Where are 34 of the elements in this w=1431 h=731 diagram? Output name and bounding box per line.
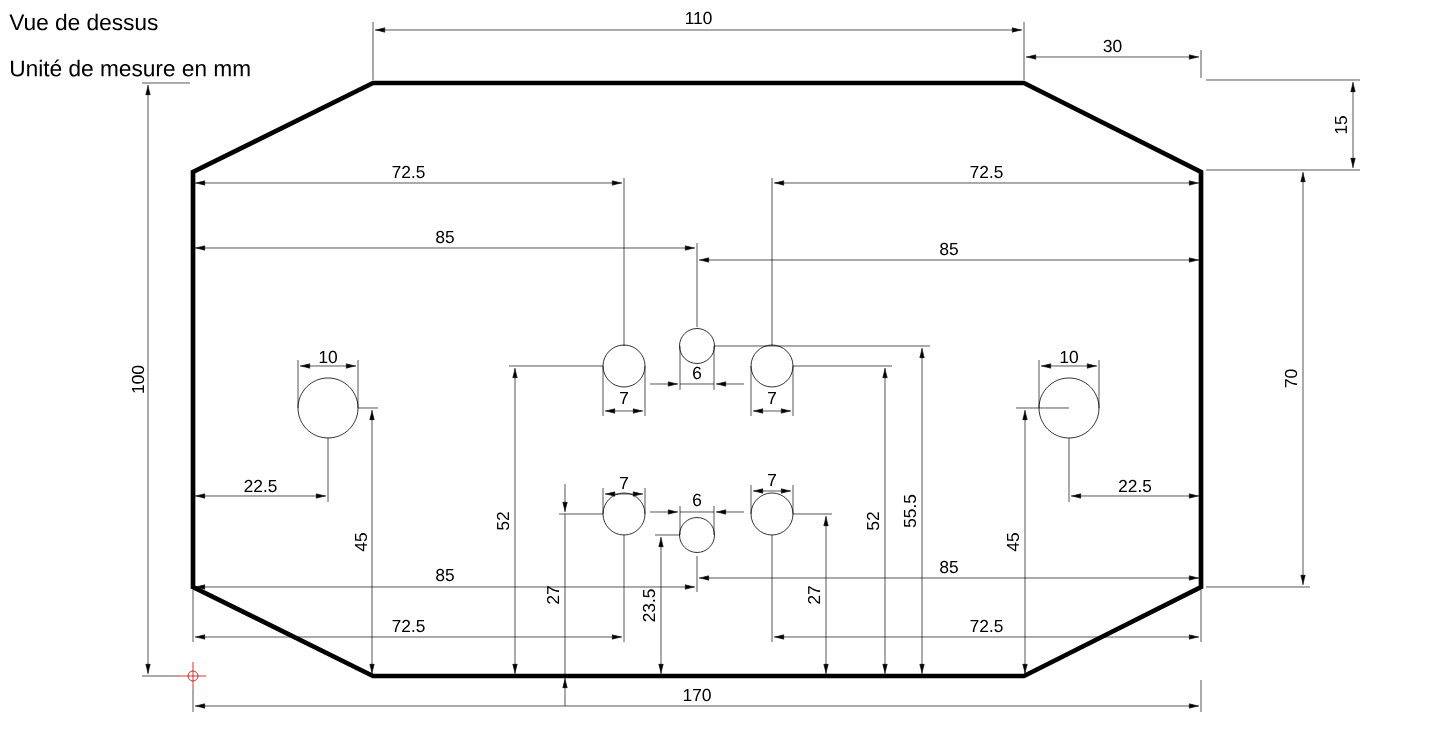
- dimension-text: 45: [354, 533, 368, 552]
- dimension-text: 72.5: [970, 619, 1003, 633]
- dimension-text: 45: [1006, 533, 1020, 552]
- dimension-text: 85: [436, 568, 454, 582]
- dimension-text: 30: [1103, 39, 1122, 53]
- dimension-text: 52: [866, 512, 880, 530]
- dimension-text: 110: [686, 11, 712, 25]
- dimension-text: 72.5: [970, 165, 1003, 179]
- dimension-text: 6: [693, 366, 702, 380]
- dimension-text: 23.5: [642, 589, 656, 622]
- dimension-text: 52: [496, 512, 510, 530]
- dimension-text: 27: [546, 586, 560, 604]
- dimension-text: 6: [693, 493, 702, 507]
- dimension-text: 170: [683, 688, 711, 702]
- dimension-text: 22.5: [244, 479, 277, 493]
- dimension-text: 7: [620, 392, 628, 404]
- dimension-text: 100: [131, 365, 145, 393]
- dimension-text: 7: [620, 477, 628, 489]
- dimension-text: 22.5: [1119, 479, 1152, 493]
- title: Vue de dessus: [9, 13, 158, 31]
- note: Unité de mesure en mm: [11, 59, 250, 77]
- dimension-text: 85: [436, 230, 454, 244]
- dimension-text: 55.5: [903, 494, 917, 528]
- dimension-text: 10: [1060, 350, 1078, 364]
- dimension-text: 15: [1334, 116, 1348, 134]
- dimension-text: 7: [768, 392, 776, 404]
- dimension-text: 85: [940, 560, 958, 574]
- dimension-text: 27: [807, 586, 821, 604]
- dimension-text: 10: [319, 350, 337, 364]
- dimension-text: 70: [1284, 369, 1298, 388]
- dimension-text: 72.5: [392, 619, 425, 633]
- dimension-text: 7: [768, 474, 776, 486]
- dimension-text: 72.5: [392, 165, 425, 179]
- dimension-text: 85: [940, 242, 958, 256]
